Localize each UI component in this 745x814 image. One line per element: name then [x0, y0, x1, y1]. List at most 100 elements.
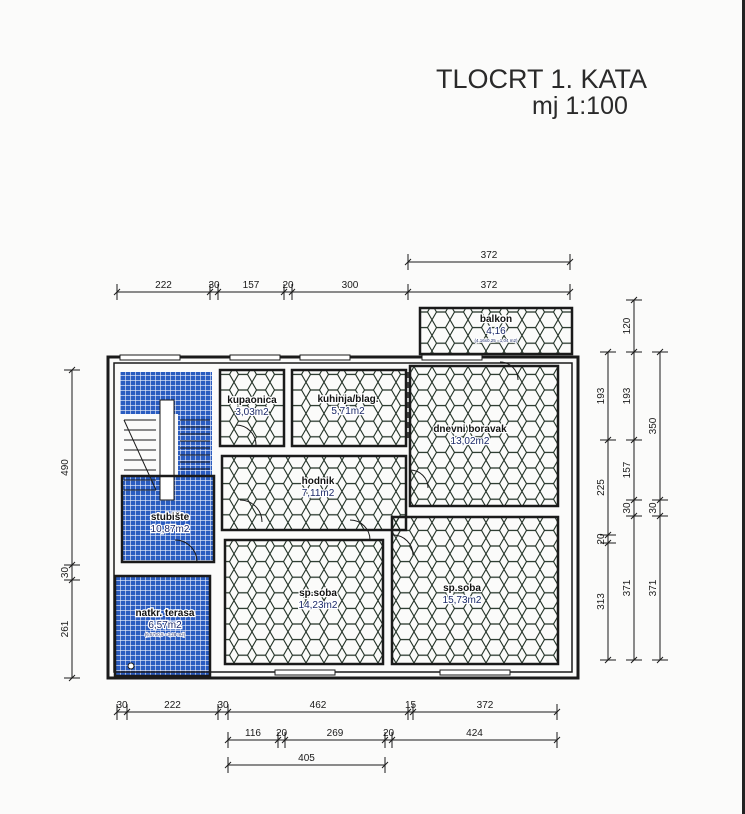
room-floor-soba1	[225, 540, 383, 664]
dim-label: 193	[622, 387, 633, 404]
dim-label: 30	[217, 700, 229, 711]
room-floor-kuhinja	[292, 370, 406, 446]
dim-tick	[206, 288, 214, 296]
drain-icon	[127, 662, 135, 670]
room-name: balkon	[480, 314, 512, 325]
dim-tick	[224, 736, 232, 744]
room-area: 6,57m2	[148, 620, 182, 631]
window	[299, 354, 351, 361]
dim-tick	[566, 258, 574, 266]
dim-tick	[630, 348, 638, 356]
room-name: kuhinja/blag.	[317, 394, 378, 405]
dim-tick	[409, 708, 417, 716]
room-wall-dnevni	[408, 364, 560, 508]
dim-tick	[566, 288, 574, 296]
room-name: sp.soba	[299, 588, 337, 599]
room-name: sp.soba	[443, 583, 481, 594]
stair-line	[123, 419, 157, 491]
dim-tick	[630, 296, 638, 304]
room-note: (6,57x0,5 =3,28 m2)	[145, 632, 186, 637]
room-wall-balkon	[418, 306, 574, 356]
dim-label: 462	[310, 700, 327, 711]
dim-label: 20	[596, 533, 607, 545]
dim-tick	[224, 761, 232, 769]
dim-label: 193	[596, 387, 607, 404]
dim-label: 15	[405, 700, 417, 711]
dim-label: 372	[481, 280, 498, 291]
dim-tick	[630, 496, 638, 504]
dim-label: 20	[276, 728, 288, 739]
room-wall-kuhinja	[290, 368, 408, 448]
room-note: (4,16x0,25 =1,04 m2)	[475, 338, 518, 343]
dim-label: 372	[477, 700, 494, 711]
door-swing	[392, 534, 414, 556]
dim-label: 30	[60, 567, 71, 579]
dim-tick	[274, 736, 282, 744]
dim-tick	[224, 708, 232, 716]
dim-tick	[604, 539, 612, 547]
dim-tick	[604, 656, 612, 664]
room-wall-terasa	[113, 574, 212, 678]
dim-tick	[288, 288, 296, 296]
room-area: 4,16	[486, 326, 506, 337]
dim-label: 157	[243, 280, 260, 291]
room-floor-hodnik	[222, 456, 406, 530]
dim-tick	[604, 531, 612, 539]
room-wall-stubiste	[120, 474, 216, 564]
dim-tick	[604, 436, 612, 444]
dim-label: 372	[481, 250, 498, 261]
dim-tick	[404, 708, 412, 716]
room-area: 3,03m2	[235, 407, 269, 418]
dim-label: 30	[648, 502, 659, 514]
plan-title: TLOCRT 1. KATA	[436, 64, 648, 94]
dim-label: 20	[282, 280, 294, 291]
dim-tick	[113, 708, 121, 716]
dim-tick	[214, 708, 222, 716]
door-swing	[239, 499, 263, 523]
plan-scale: mj 1:100	[532, 92, 628, 120]
dim-label: 157	[622, 461, 633, 478]
dim-tick	[553, 736, 561, 744]
door-swing	[235, 424, 257, 446]
dim-tick	[113, 288, 121, 296]
room-name: natkr. terasa	[136, 608, 195, 619]
stair-landing-tiles	[178, 414, 212, 476]
dim-tick	[630, 656, 638, 664]
dim-tick	[388, 736, 396, 744]
room-area: 15,73m2	[443, 595, 482, 606]
dim-tick	[68, 561, 76, 569]
door-swing	[349, 519, 371, 541]
dim-label: 269	[327, 728, 344, 739]
dim-tick	[381, 736, 389, 744]
dim-tick	[404, 288, 412, 296]
window	[274, 669, 336, 676]
dim-label: 116	[245, 728, 261, 739]
dim-label: 424	[466, 728, 483, 739]
room-floor-terasa	[115, 576, 210, 676]
dim-tick	[404, 258, 412, 266]
dim-label: 222	[155, 280, 172, 291]
room-area: 7,11m2	[302, 488, 335, 499]
room-wall-kupaonica	[218, 368, 286, 448]
dim-label: 300	[342, 280, 359, 291]
room-area: 5,71m2	[331, 406, 365, 417]
dim-tick	[656, 512, 664, 520]
room-name: dnevni boravak	[433, 424, 507, 435]
dim-label: 30	[116, 700, 128, 711]
dim-label: 371	[622, 579, 633, 596]
dim-label: 225	[596, 479, 607, 496]
dim-tick	[656, 496, 664, 504]
window	[229, 354, 281, 361]
dim-label: 313	[596, 593, 607, 610]
dim-label: 120	[622, 317, 633, 334]
dim-tick	[630, 436, 638, 444]
dim-label: 20	[383, 728, 395, 739]
room-wall-hodnik	[220, 454, 408, 532]
room-area: 14,23m2	[299, 600, 338, 611]
dim-tick	[214, 288, 222, 296]
dim-label: 490	[60, 459, 71, 476]
window	[421, 354, 483, 361]
window	[439, 669, 511, 676]
room-area: 13,02m2	[451, 436, 490, 447]
